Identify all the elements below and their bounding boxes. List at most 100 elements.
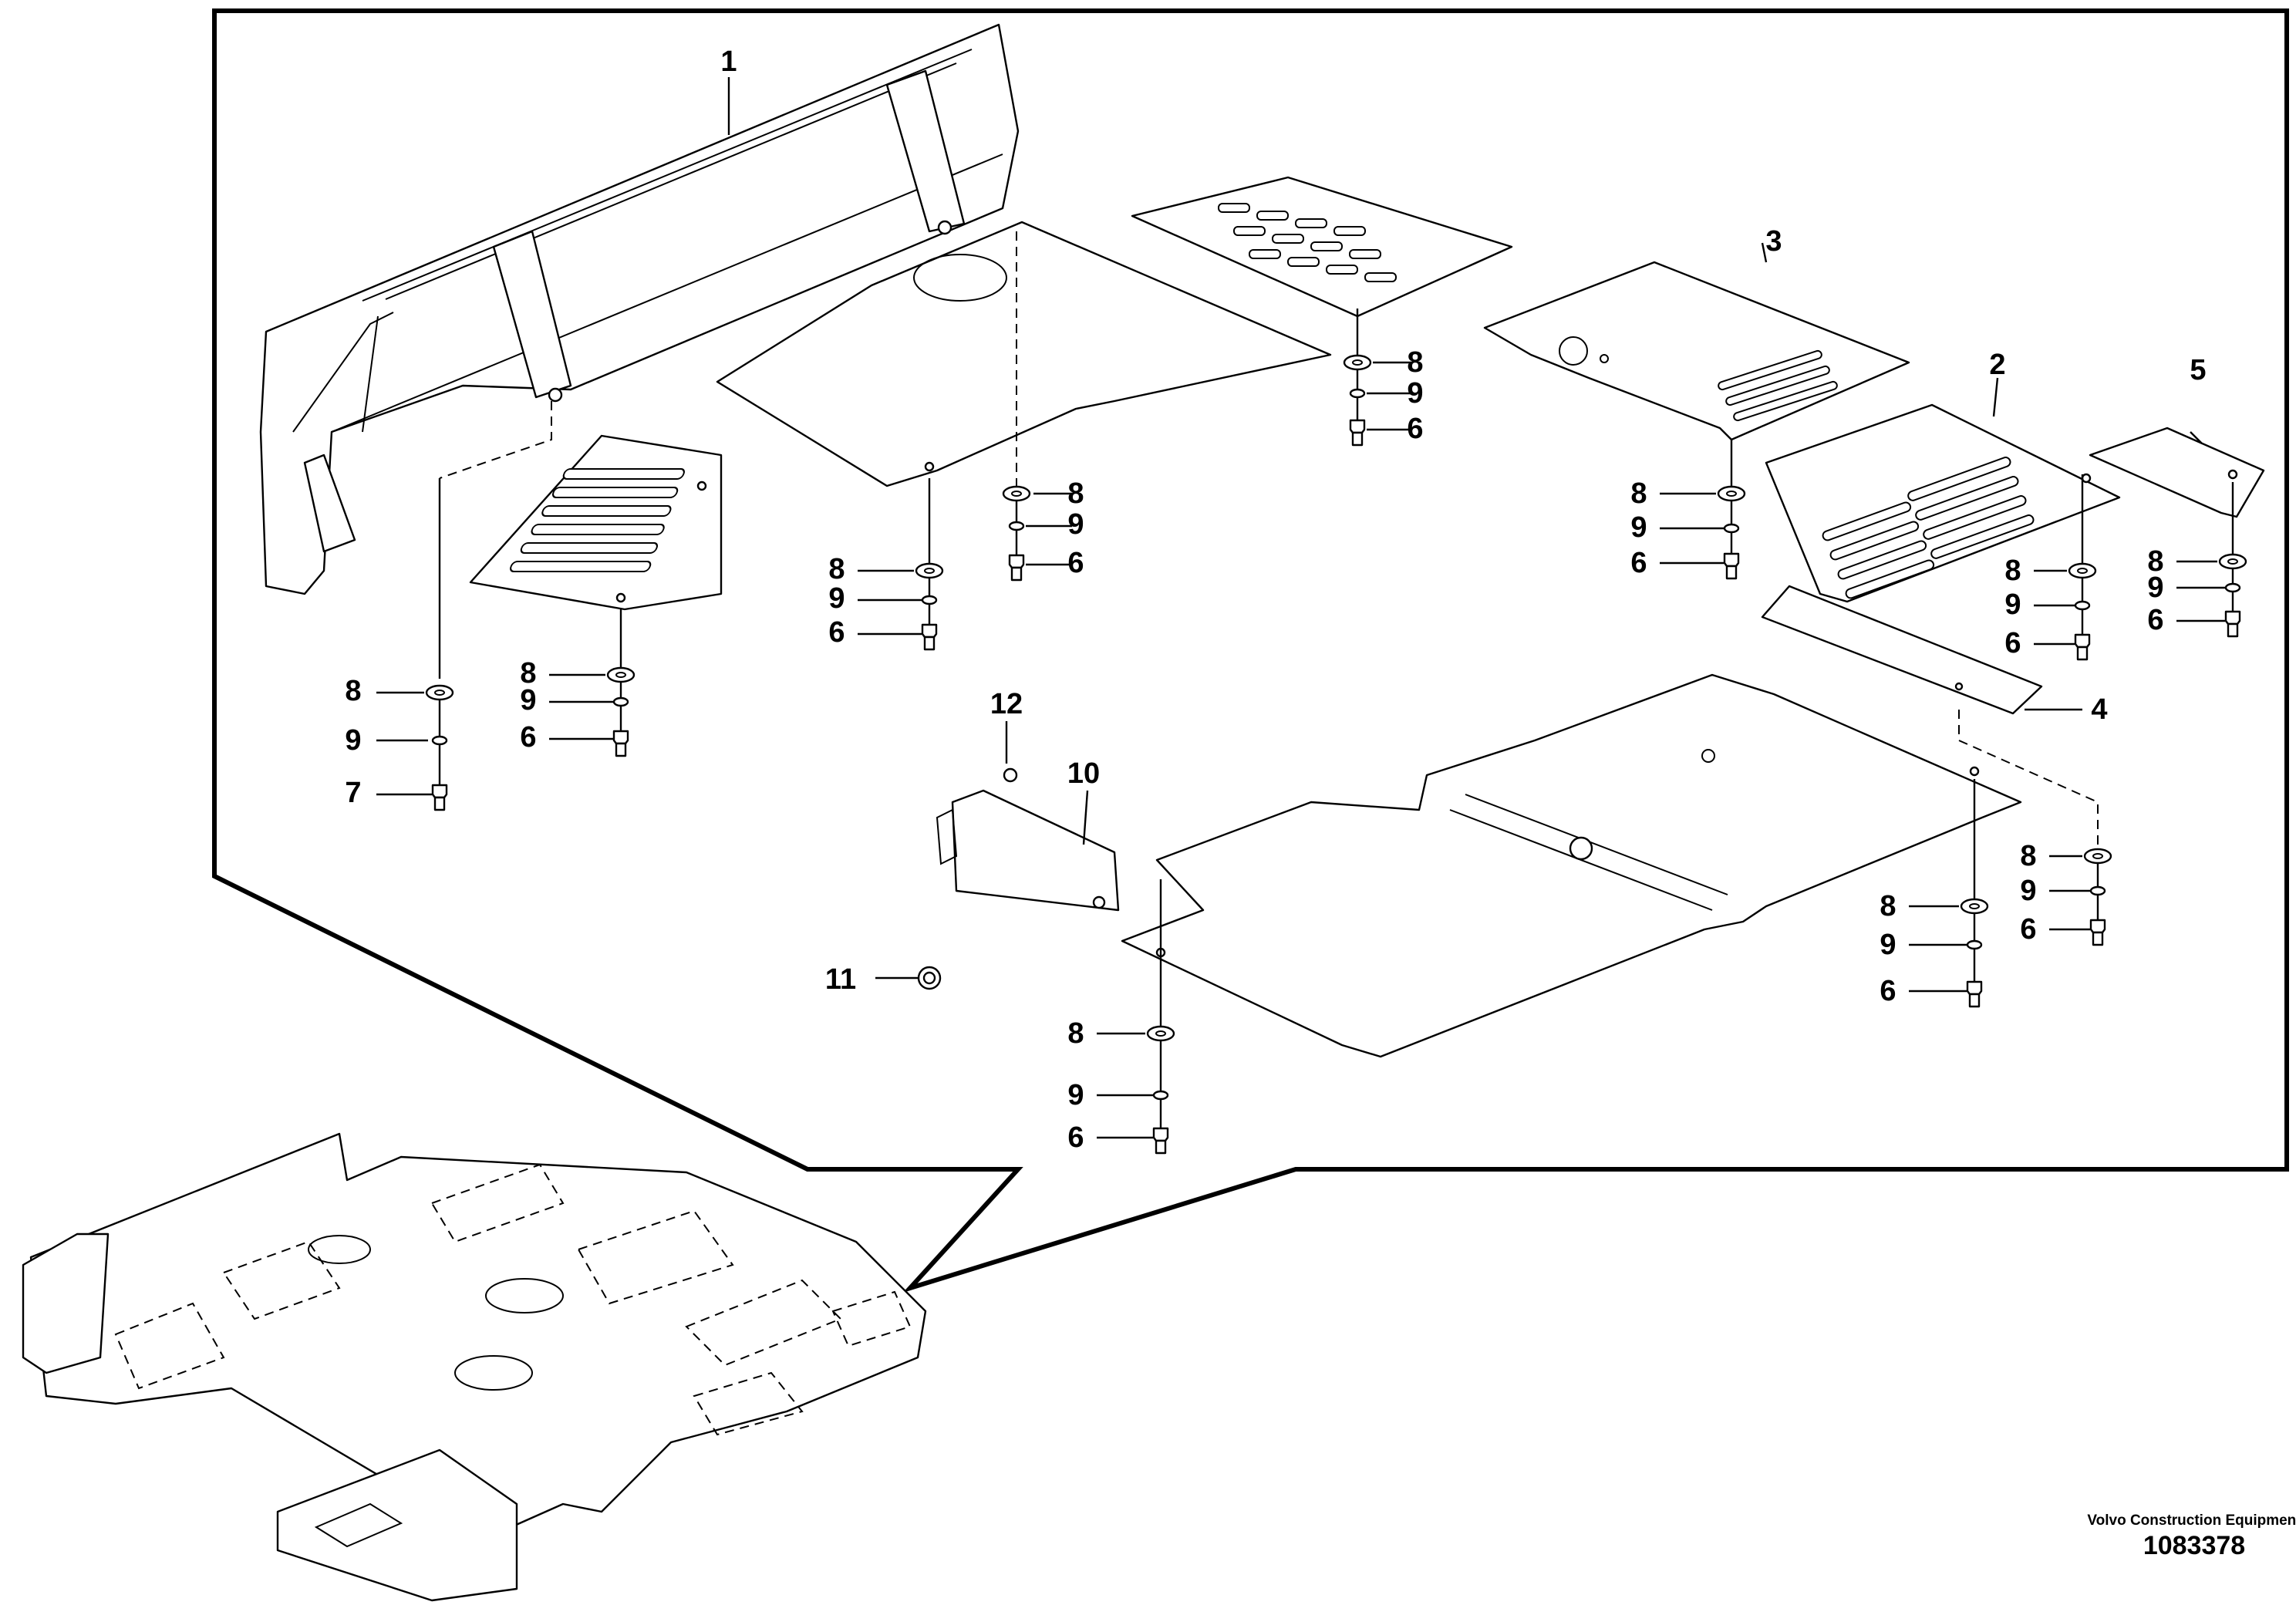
bolt — [1349, 419, 1366, 434]
spring-washer — [2224, 582, 2241, 593]
part-number-label: 8 — [1067, 477, 1084, 510]
part-5-small-cover — [2089, 427, 2265, 518]
washer — [425, 684, 454, 701]
spring-washer — [921, 595, 938, 605]
fastener-stack — [1960, 898, 1989, 1008]
part-number-label: 4 — [2091, 693, 2107, 726]
fastener-stacks — [425, 354, 2247, 1155]
washer — [2218, 553, 2247, 570]
part-number-label: 8 — [1880, 890, 1896, 922]
part-number-label: 6 — [1067, 1121, 1084, 1154]
washer — [1343, 354, 1372, 371]
bolt — [2089, 919, 2106, 934]
part-number-label: 9 — [1630, 511, 1647, 544]
spring-washer — [1152, 1090, 1169, 1101]
part-number-label: 6 — [1067, 547, 1084, 579]
part-number-label: 8 — [2020, 840, 2036, 872]
fastener-stack — [1002, 485, 1031, 582]
part-number-label: 9 — [1067, 508, 1084, 541]
fastener-stack — [915, 562, 944, 651]
spring-washer — [1349, 388, 1366, 399]
part-number-label: 9 — [828, 582, 845, 615]
top-vent-plate — [1131, 176, 1513, 318]
part-number-label: 8 — [345, 675, 361, 707]
washer — [2083, 848, 2112, 865]
part-number-label: 9 — [1880, 929, 1896, 961]
part-number-label: 9 — [1067, 1079, 1084, 1111]
part-number-label: 2 — [1989, 349, 2005, 381]
part-number-label: 6 — [2147, 604, 2163, 636]
part-1-rear-guard — [259, 23, 1020, 595]
manufacturer-credit: Volvo Construction Equipment 1083378 — [2082, 1512, 2296, 1561]
fastener-stack — [2083, 848, 2112, 946]
part-number-label: 8 — [1407, 346, 1423, 379]
fastener-stack — [1146, 1025, 1175, 1155]
bottom-floor-plate — [1121, 673, 2022, 1058]
middle-cover-plate — [716, 221, 1332, 487]
part-number-label: 6 — [2020, 913, 2036, 946]
part-4-strip-cover — [1761, 585, 2043, 715]
spring-washer — [1723, 523, 1740, 534]
fastener-stack — [1343, 354, 1372, 447]
part-number-label: 1 — [720, 46, 737, 78]
washer — [2068, 562, 2097, 579]
part-number-label: 7 — [345, 777, 361, 809]
top-vent-slots — [1218, 203, 1397, 282]
part-number-label: 9 — [520, 684, 536, 717]
part-3-cover-plate — [1483, 261, 1910, 441]
washer — [606, 666, 636, 683]
bolt — [612, 730, 629, 745]
part-number-label: 6 — [828, 616, 845, 649]
part-10-access-cover — [936, 767, 1120, 912]
part-3-vent-slots — [1718, 349, 1838, 422]
bolt — [431, 784, 448, 799]
part-11-knob — [917, 966, 942, 990]
bolt — [2224, 610, 2241, 626]
part-number-label: 6 — [520, 721, 536, 754]
part-number-label: 6 — [1407, 413, 1423, 445]
manufacturer-name: Volvo Construction Equipment — [2087, 1512, 2296, 1529]
part-number-label: 8 — [520, 657, 536, 690]
fastener-stack — [1717, 485, 1746, 580]
part-number-label: 6 — [2004, 627, 2021, 659]
spring-washer — [1966, 939, 1983, 950]
part-number-label: 5 — [2190, 354, 2206, 386]
part-2-vent-slots — [1822, 457, 2035, 599]
part-number-label: 9 — [1407, 377, 1423, 410]
part-number-label: 9 — [2004, 588, 2021, 621]
fastener-stack — [425, 684, 454, 811]
part-number-label: 11 — [825, 963, 856, 996]
part-2-vent-panel — [1765, 403, 2121, 603]
part-number-label: 3 — [1765, 225, 1782, 258]
bolt — [1723, 552, 1740, 568]
part-number-label: 8 — [2004, 555, 2021, 587]
part-number-label: 8 — [828, 553, 845, 585]
spring-washer — [431, 735, 448, 746]
drawing-number: 1083378 — [2143, 1531, 2246, 1560]
fastener-stack — [606, 666, 636, 757]
washer — [1960, 898, 1989, 915]
bolt — [1008, 554, 1025, 569]
callout-frame — [212, 8, 2289, 1293]
bolt — [1152, 1127, 1169, 1142]
washer — [1002, 485, 1031, 502]
washer — [1717, 485, 1746, 502]
spring-washer — [612, 696, 629, 707]
part-number-label: 9 — [345, 724, 361, 757]
overview-machine-frame — [22, 1132, 927, 1602]
left-vent-slots — [510, 468, 685, 572]
left-vent-plate — [469, 434, 723, 611]
bolt — [2074, 633, 2091, 649]
part-number-label: 10 — [1067, 757, 1100, 790]
part-number-label: 12 — [990, 688, 1023, 720]
part-number-label: 8 — [1067, 1017, 1084, 1050]
part-number-label: 6 — [1880, 975, 1896, 1007]
part-number-label: 9 — [2020, 875, 2036, 907]
fastener-stack — [2068, 562, 2097, 661]
spring-washer — [2089, 885, 2106, 896]
spring-washer — [1008, 521, 1025, 531]
bolt — [921, 623, 938, 639]
part-number-label: 9 — [2147, 572, 2163, 604]
